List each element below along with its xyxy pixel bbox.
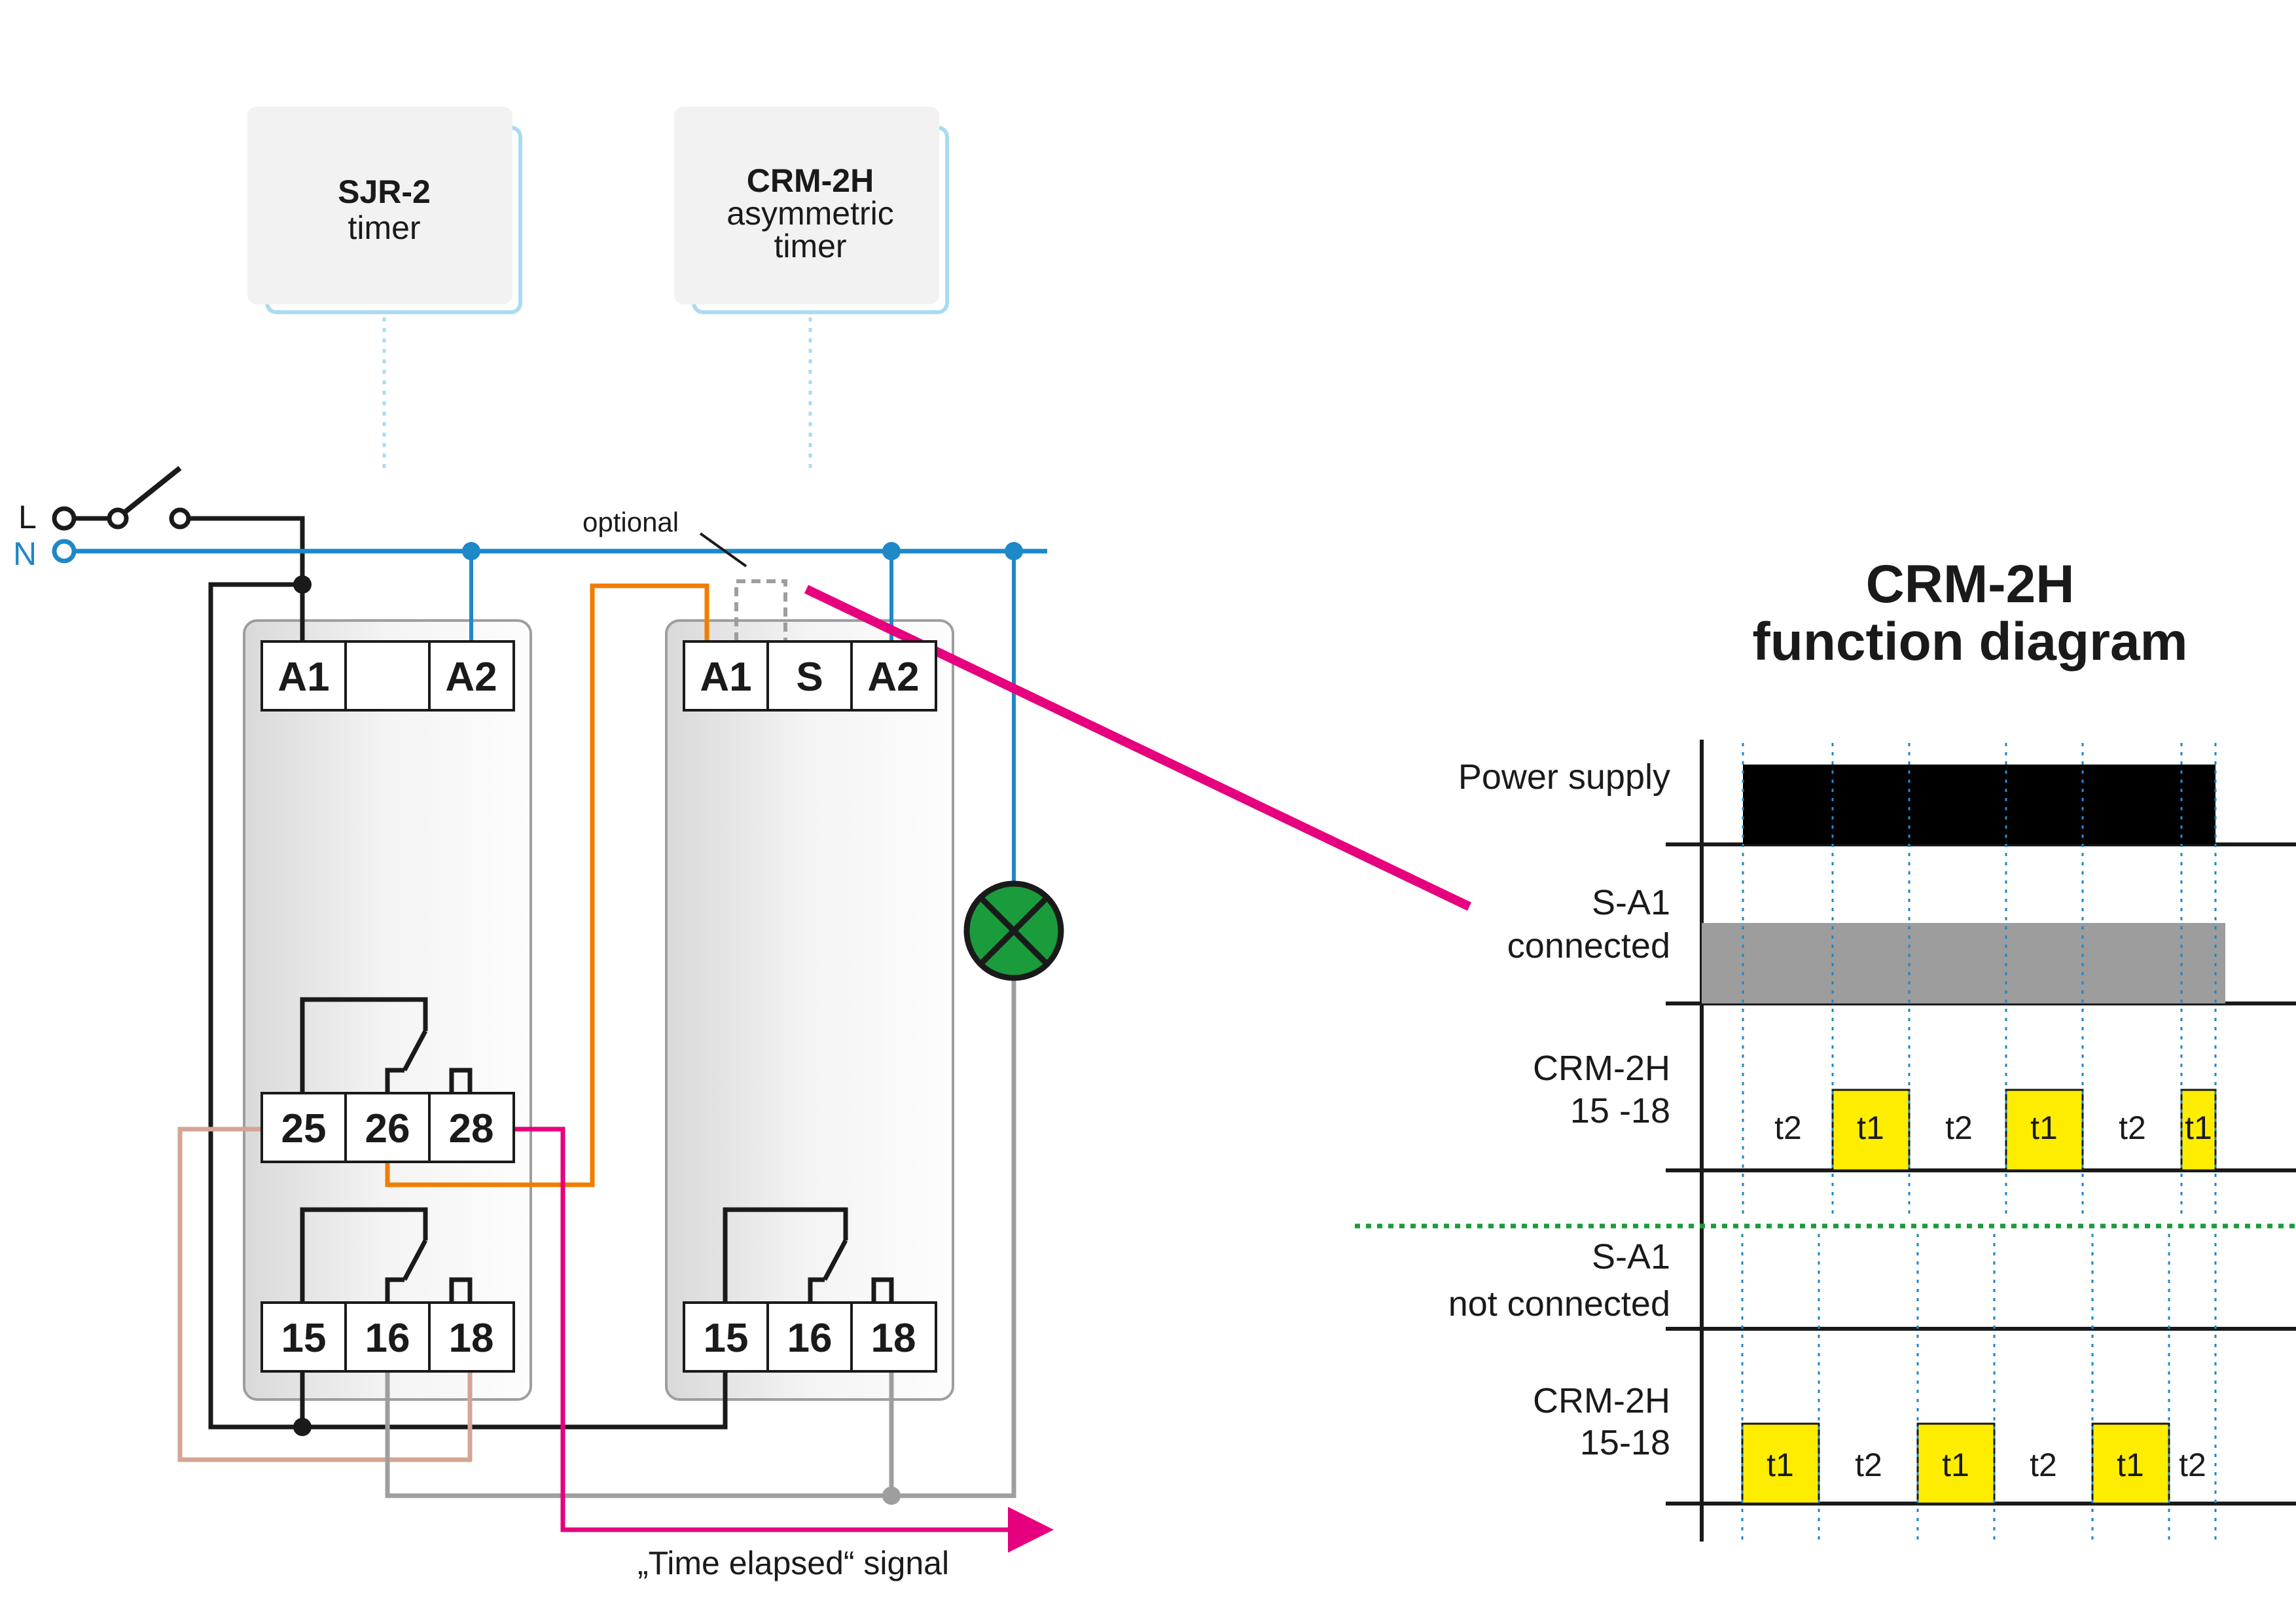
signal-wire [514, 1127, 1054, 1553]
sjr-terminal-25: 25 [281, 1106, 327, 1151]
signal-label: „Time elapsed“ signal [637, 1545, 949, 1581]
pulse-label-r1-2: t1 [1857, 1110, 1884, 1146]
sa1-connected-bar [1702, 923, 2225, 1003]
crm-terminal-s: S [796, 655, 823, 700]
crm-top-terminals: A1 S A2 [683, 640, 937, 712]
pulse-label-r2-6: t2 [2179, 1447, 2206, 1483]
optional-label: optional [583, 507, 679, 537]
sjr-terminal-15: 15 [281, 1316, 327, 1361]
crm-subtitle-1: asymmetric [726, 195, 894, 232]
crm-bottom-terminals: 15 16 18 [683, 1301, 937, 1373]
crm-housing [665, 619, 954, 1401]
tan-wire [177, 1127, 473, 1462]
sjr-terminal-28: 28 [449, 1106, 494, 1151]
pulse-r2-1 [1741, 1422, 1820, 1505]
row-sa1-connected-2: connected [1507, 926, 1670, 965]
row-crm-out2-2: 15-18 [1580, 1423, 1670, 1462]
diagram-title-line1: CRM-2H [1866, 554, 2075, 614]
sjr-top-terminals: A1 A2 [260, 640, 515, 712]
function-diagram: CRM-2H function diagram Power supply S-A… [1355, 554, 2296, 1542]
sjr-tab: SJR-2 timer [247, 107, 522, 471]
row-crm-out1-1: CRM-2H [1533, 1049, 1670, 1088]
pulse-r1-2 [2005, 1089, 2084, 1172]
lamp-icon [963, 880, 1064, 981]
pulse-label-r2-4: t2 [2030, 1447, 2057, 1483]
crm-terminal-16: 16 [787, 1316, 833, 1361]
black-wiring [208, 582, 894, 1430]
diagram-title-line2: function diagram [1752, 612, 2187, 672]
row-crm-out1-2: 15 -18 [1570, 1091, 1670, 1130]
crm-terminal-a2: A2 [867, 655, 919, 700]
row-power-supply: Power supply [1458, 757, 1670, 797]
pulse-label-r1-3: t2 [1945, 1110, 1973, 1146]
power-supply-bar [1743, 765, 2215, 844]
sjr-subtitle: timer [348, 209, 420, 246]
sjr-terminal-16: 16 [365, 1316, 410, 1361]
pulse-label-r1-5: t2 [2119, 1110, 2146, 1146]
sjr-bottom-terminals: 15 16 18 [260, 1301, 515, 1373]
crm-terminal-a1: A1 [700, 655, 751, 700]
pulse-label-r2-3: t1 [1942, 1447, 1969, 1483]
pulse-r1-3 [2180, 1089, 2217, 1172]
sjr-terminal-26: 26 [365, 1106, 410, 1151]
sjr-mid-terminals: 25 26 28 [260, 1092, 515, 1163]
crm-name: CRM-2H [747, 162, 874, 199]
switch-icon[interactable] [122, 465, 182, 515]
row-sa1-not-2: not connected [1448, 1284, 1670, 1324]
sjr-name: SJR-2 [338, 173, 431, 210]
optional-jumper: optional [583, 507, 787, 641]
pulse-label-r2-5: t1 [2117, 1447, 2144, 1483]
neutral-label: N [13, 535, 37, 572]
pulse-label-r2-1: t1 [1767, 1447, 1794, 1483]
row-sa1-not-1: S-A1 [1592, 1237, 1670, 1276]
sjr-terminal-a2: A2 [445, 655, 497, 700]
pulse-label-r1-6: t1 [2185, 1110, 2212, 1146]
crm-tab: CRM-2H asymmetric timer [674, 107, 949, 471]
row-sa1-connected-1: S-A1 [1592, 883, 1670, 922]
supply-lines: L N [13, 465, 1047, 892]
pulse-label-r1-4: t1 [2030, 1110, 2058, 1146]
pulse-label-r1-1: t2 [1774, 1110, 1802, 1146]
sjr-terminal-a1: A1 [278, 655, 329, 700]
line-label: L [18, 499, 37, 535]
orange-wire [385, 583, 709, 1187]
pulse-r1-1 [1831, 1089, 1910, 1172]
crm-subtitle-2: timer [774, 228, 846, 264]
row-crm-out2-1: CRM-2H [1533, 1381, 1670, 1420]
gray-wiring [385, 972, 1016, 1498]
crm-terminal-18: 18 [871, 1316, 916, 1361]
crm-terminal-15: 15 [704, 1316, 749, 1361]
pulse-label-r2-2: t2 [1855, 1447, 1882, 1483]
sjr-terminal-18: 18 [449, 1316, 494, 1361]
